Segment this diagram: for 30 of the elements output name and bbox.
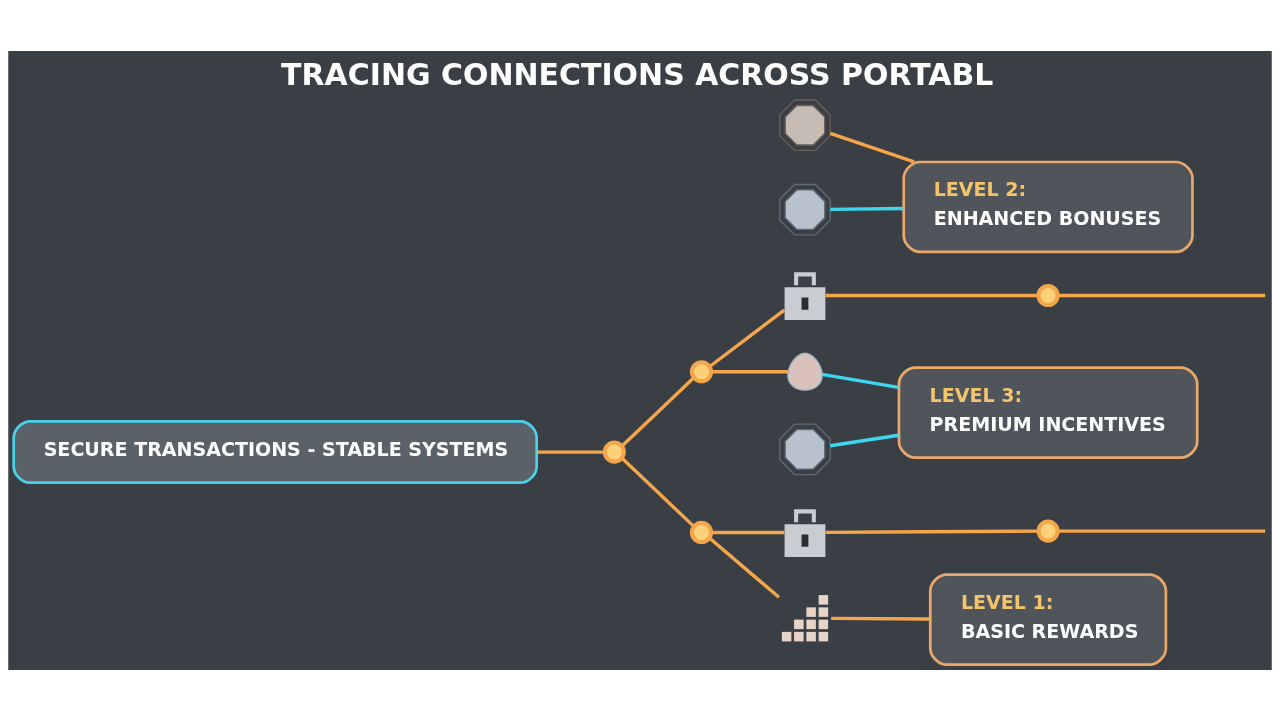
connector bbox=[1057, 528, 1266, 533]
node-box: LEVEL 1: BASIC REWARDS bbox=[928, 572, 1168, 666]
connector bbox=[711, 530, 785, 534]
connector bbox=[709, 308, 786, 368]
connector bbox=[830, 206, 904, 211]
connector bbox=[821, 372, 899, 389]
connector bbox=[711, 369, 789, 373]
node-picture bbox=[779, 98, 831, 151]
node-box: LEVEL 3: PREMIUM INCENTIVES bbox=[897, 365, 1199, 459]
node-circle bbox=[1036, 519, 1060, 543]
connector bbox=[830, 433, 899, 447]
connector bbox=[621, 456, 695, 528]
connector bbox=[1057, 293, 1266, 297]
node-picture bbox=[779, 423, 831, 475]
node-circle bbox=[689, 359, 714, 383]
connector bbox=[621, 376, 695, 447]
diagram-title: TRACING CONNECTIONS ACROSS PORTABL bbox=[281, 56, 994, 91]
connector bbox=[825, 528, 1039, 534]
node-box: LEVEL 2: ENHANCED BONUSES bbox=[902, 160, 1194, 253]
node-circle bbox=[689, 520, 714, 544]
node-picture bbox=[779, 183, 831, 236]
node-picture bbox=[787, 352, 823, 391]
connector bbox=[825, 293, 1039, 297]
connector bbox=[708, 536, 780, 598]
connector bbox=[829, 131, 915, 163]
node-box: SECURE TRANSACTIONS - STABLE SYSTEMS bbox=[12, 419, 539, 484]
connector bbox=[831, 616, 930, 621]
node-circle bbox=[1036, 283, 1060, 307]
node-circle bbox=[602, 440, 626, 464]
connector bbox=[537, 449, 605, 454]
